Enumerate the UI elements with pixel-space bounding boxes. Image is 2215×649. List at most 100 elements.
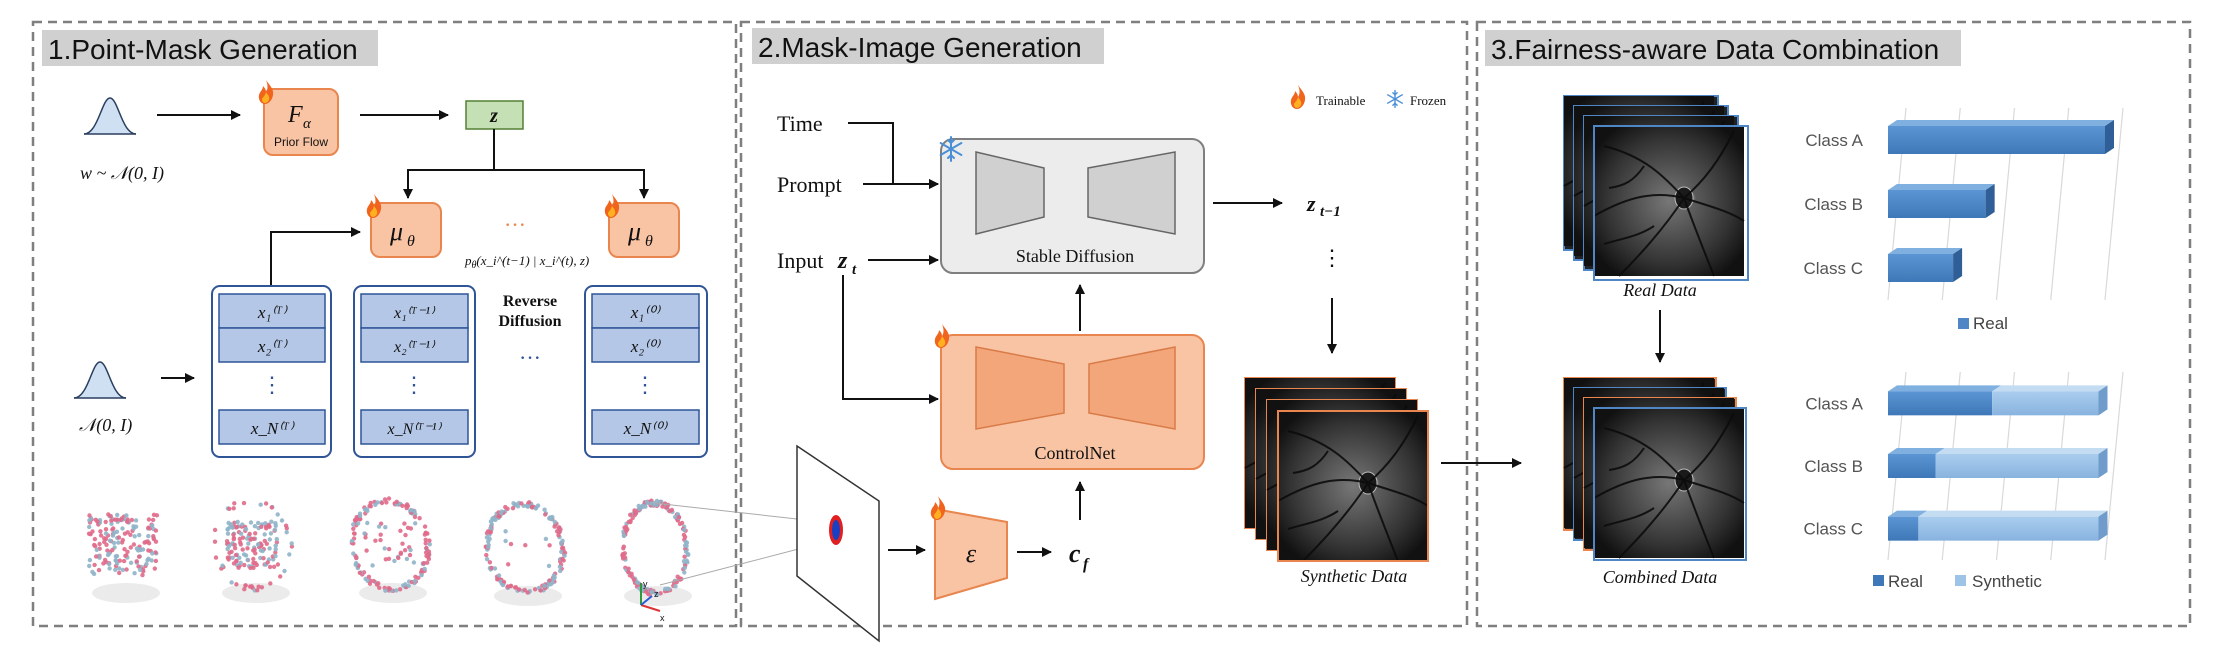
cloud-point bbox=[117, 570, 122, 576]
cloud-point bbox=[256, 520, 261, 526]
bar bbox=[1935, 454, 2099, 478]
zt1-symbol: z bbox=[1306, 191, 1316, 216]
n-distribution-label: 𝒩(0, I) bbox=[79, 415, 132, 436]
cloud-point bbox=[378, 532, 383, 537]
cloud-point bbox=[259, 585, 265, 590]
cloud-point bbox=[235, 519, 240, 525]
cloud-point bbox=[260, 548, 265, 554]
cloud-point bbox=[397, 587, 403, 592]
cloud-point bbox=[558, 568, 563, 574]
cloud-point bbox=[413, 521, 418, 526]
cloud-point bbox=[229, 549, 234, 554]
cloud-point bbox=[263, 521, 268, 526]
cloud-point bbox=[532, 587, 538, 592]
cloud-point bbox=[124, 513, 129, 518]
cloud-point bbox=[354, 561, 359, 566]
ellipsis-mid: ··· bbox=[519, 345, 541, 370]
cloud-point bbox=[621, 533, 627, 539]
cloud-point bbox=[275, 512, 280, 517]
cloud-point bbox=[351, 526, 356, 531]
cloud-point bbox=[248, 565, 253, 571]
input-sub: t bbox=[852, 262, 857, 278]
cloud-point bbox=[268, 531, 274, 536]
z-label: z bbox=[489, 105, 498, 127]
cloud-point bbox=[351, 551, 356, 556]
cloud-point bbox=[144, 561, 149, 567]
cloud-point bbox=[243, 583, 248, 588]
cloud-point bbox=[255, 588, 260, 593]
cloud-point bbox=[137, 567, 143, 573]
cloud-point bbox=[376, 524, 382, 529]
category-label: Class B bbox=[1804, 457, 1863, 476]
cloud-point bbox=[386, 496, 392, 501]
cloud-point bbox=[412, 514, 418, 520]
cloud-point bbox=[490, 516, 495, 521]
point-cell: x₁⁽⁰⁾ bbox=[630, 303, 661, 322]
cloud-point bbox=[114, 561, 120, 566]
cloud-point bbox=[134, 546, 140, 551]
panel-mask-image: 2.Mask-Image Generation bbox=[739, 20, 1469, 628]
cloud-point bbox=[117, 558, 123, 563]
cloud-point bbox=[394, 499, 399, 504]
point-cloud bbox=[349, 496, 432, 603]
cloud-point bbox=[240, 547, 245, 552]
cloud-point bbox=[267, 564, 273, 570]
bar bbox=[1992, 391, 2099, 416]
cloud-point bbox=[128, 560, 134, 565]
cf-symbol: c bbox=[1069, 539, 1081, 568]
cf-sub: f bbox=[1083, 556, 1090, 573]
cloud-point bbox=[681, 532, 687, 538]
cloud-point bbox=[242, 587, 247, 592]
cloud-point bbox=[354, 555, 359, 561]
cloud-point bbox=[238, 531, 244, 536]
cloud-point bbox=[664, 504, 670, 510]
cloud-point bbox=[396, 555, 401, 561]
controlnet-block: ControlNet bbox=[940, 334, 1205, 470]
cloud-point bbox=[426, 549, 432, 554]
cloud-point bbox=[484, 557, 490, 562]
point-cell: x₂⁽ᵀ⁻¹⁾ bbox=[393, 339, 436, 356]
w-distribution-label: w ~ 𝒩(0, I) bbox=[80, 163, 164, 184]
cloud-point bbox=[225, 531, 231, 536]
cloud-point bbox=[102, 536, 107, 541]
cloud-point bbox=[153, 528, 159, 533]
cloud-point bbox=[110, 547, 115, 553]
points-column-T: x₁⁽ᵀ⁾ x₂⁽ᵀ⁾ ⋮ x_N⁽ᵀ⁾ bbox=[211, 285, 332, 458]
cloud-point bbox=[284, 530, 289, 535]
point-cloud-sequence bbox=[86, 496, 692, 606]
cloud-point bbox=[146, 556, 151, 561]
cloud-point bbox=[252, 547, 257, 552]
cloud-point bbox=[150, 551, 155, 556]
cloud-point bbox=[232, 501, 237, 506]
cloud-point bbox=[357, 570, 362, 575]
cloud-point bbox=[231, 537, 236, 542]
cloud-point bbox=[231, 506, 236, 511]
cloud-point bbox=[137, 532, 142, 538]
cloud-point bbox=[289, 541, 294, 546]
cloud-point bbox=[364, 548, 369, 553]
cloud-point bbox=[146, 533, 151, 539]
cloud-point bbox=[133, 518, 139, 523]
cloud-point bbox=[108, 514, 114, 519]
point-cloud bbox=[212, 500, 295, 603]
point-cell: x_N⁽ᵀ⁻¹⁾ bbox=[386, 421, 442, 438]
cloud-point bbox=[542, 507, 547, 512]
vdots: ⋮ bbox=[403, 372, 425, 397]
cloud-point bbox=[487, 560, 493, 565]
cloud-point bbox=[404, 502, 410, 507]
cloud-point bbox=[124, 567, 129, 572]
cloud-point bbox=[252, 524, 258, 529]
cloud-point bbox=[492, 566, 498, 571]
cloud-point bbox=[403, 532, 408, 538]
transition-label: pθ(x_i^(t−1) | x_i^(t), z) bbox=[464, 253, 589, 271]
cloud-point bbox=[136, 554, 142, 559]
cloud-point bbox=[120, 537, 126, 543]
cloud-point bbox=[258, 502, 263, 507]
cloud-point bbox=[282, 568, 287, 574]
cloud-point bbox=[402, 548, 408, 553]
cloud-point bbox=[383, 588, 388, 593]
cloud-point bbox=[261, 556, 266, 561]
cloud-point bbox=[557, 564, 563, 569]
cloud-point bbox=[93, 544, 98, 549]
